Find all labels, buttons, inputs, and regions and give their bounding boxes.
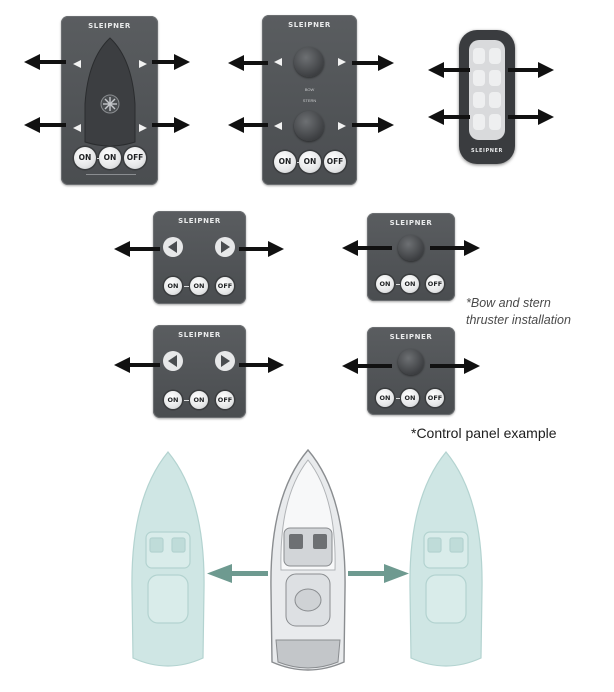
on-button-1[interactable]: ON: [376, 275, 394, 293]
brand-logo: SLEIPNER: [389, 219, 433, 227]
on-divider: [396, 284, 400, 285]
on-divider: [97, 158, 100, 159]
on-divider: [184, 286, 189, 287]
on-button-2[interactable]: ON: [401, 275, 419, 293]
thruster-knob[interactable]: [398, 235, 424, 261]
boat-center: [270, 448, 346, 671]
on-divider: [297, 162, 300, 163]
remote-button-2[interactable]: [489, 48, 501, 64]
arrow-panel-bow: SLEIPNER ON ON OFF: [153, 211, 246, 304]
off-button[interactable]: OFF: [426, 275, 444, 293]
off-button[interactable]: OFF: [216, 277, 234, 295]
boat-moved-left: [131, 451, 205, 667]
arrow-glyphs: [168, 241, 230, 253]
boat-arrows: [207, 564, 409, 583]
remote-button-6[interactable]: [489, 92, 501, 108]
off-button[interactable]: OFF: [324, 151, 346, 173]
boat-moved-right: [409, 451, 483, 667]
brand-logo: SLEIPNER: [178, 331, 221, 339]
off-button[interactable]: OFF: [216, 391, 234, 409]
remote-button-4[interactable]: [489, 70, 501, 86]
on-button-1[interactable]: ON: [376, 389, 394, 407]
bow-knob[interactable]: [294, 47, 324, 77]
on-button-2[interactable]: ON: [99, 147, 121, 169]
brand-logo: SLEIPNER: [288, 21, 331, 29]
on-divider: [184, 400, 189, 401]
thruster-knob[interactable]: [398, 349, 424, 375]
caption-line: [86, 174, 136, 175]
direction-indicators: [274, 58, 346, 130]
wireless-remote: SLEIPNER: [459, 30, 515, 164]
remote-button-7[interactable]: [473, 114, 485, 130]
bow-caption: BOW: [304, 87, 315, 92]
direction-arrows: [24, 54, 554, 374]
remote-button-8[interactable]: [489, 114, 501, 130]
stern-knob[interactable]: [294, 111, 324, 141]
boat-joystick[interactable]: [75, 34, 145, 152]
on-button-2[interactable]: ON: [299, 151, 321, 173]
on-button-2[interactable]: ON: [190, 391, 208, 409]
off-button[interactable]: OFF: [426, 389, 444, 407]
twin-knob-control-panel: SLEIPNER BOW STERN ON ON OFF: [262, 15, 357, 185]
boat-movement-illustration: [131, 448, 483, 671]
brand-logo: SLEIPNER: [88, 22, 131, 30]
off-button[interactable]: OFF: [124, 147, 146, 169]
on-divider: [396, 398, 400, 399]
remote-button-3[interactable]: [473, 70, 485, 86]
on-button-1[interactable]: ON: [274, 151, 296, 173]
on-button-1[interactable]: ON: [74, 147, 96, 169]
installation-note: *Bow and stern thruster installation: [466, 295, 606, 329]
brand-logo: SLEIPNER: [178, 217, 221, 225]
arrow-panel-stern: SLEIPNER ON ON OFF: [153, 325, 246, 418]
on-button-1[interactable]: ON: [164, 277, 182, 295]
control-panel-note: *Control panel example: [411, 425, 557, 441]
installation-note-line-2: thruster installation: [466, 313, 571, 327]
on-button-2[interactable]: ON: [401, 389, 419, 407]
knob-panel-bow: SLEIPNER ON ON OFF: [367, 213, 455, 301]
brand-logo: SLEIPNER: [471, 148, 503, 154]
brand-logo: SLEIPNER: [389, 333, 433, 341]
on-button-2[interactable]: ON: [190, 277, 208, 295]
arrow-glyphs: [168, 355, 230, 367]
joystick-control-panel: SLEIPNER ON ON OFF: [61, 16, 158, 185]
on-button-1[interactable]: ON: [164, 391, 182, 409]
remote-button-5[interactable]: [473, 92, 485, 108]
installation-note-line-1: *Bow and stern: [466, 296, 551, 310]
remote-button-1[interactable]: [473, 48, 485, 64]
stern-caption: STERN: [302, 98, 317, 103]
knob-panel-stern: SLEIPNER ON ON OFF: [367, 327, 455, 415]
direction-indicators: [73, 60, 147, 132]
